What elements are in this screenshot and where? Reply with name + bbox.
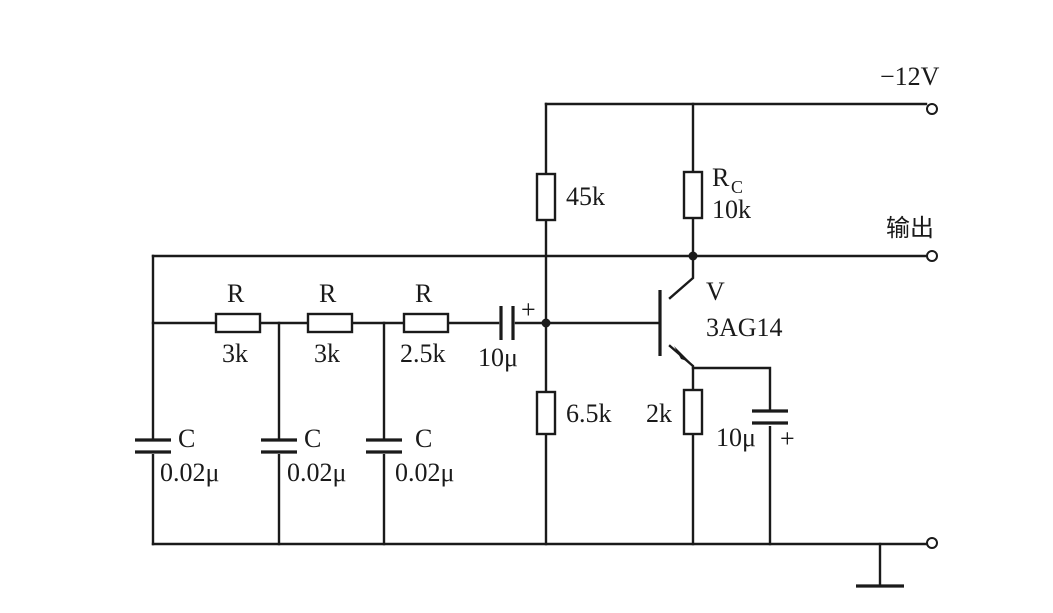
resistor-rc-10k: [682, 170, 704, 220]
resistor-r1-3k: [214, 312, 262, 334]
label-c2-name: C: [304, 424, 321, 453]
label-r3-value: 2.5k: [400, 339, 446, 368]
label-r2-name: R: [319, 279, 337, 308]
label-transistor-type: 3AG14: [706, 313, 783, 342]
emitter-wire: [668, 344, 695, 546]
resistor-2k: [682, 388, 704, 436]
resistor-45k: [535, 172, 557, 222]
collector-wire: [668, 102, 695, 300]
terminal-output: [926, 250, 938, 262]
emitter-arrow-icon: [674, 346, 690, 362]
label-coupling-plus: +: [521, 295, 536, 324]
label-2k: 2k: [646, 399, 672, 428]
label-r3-name: R: [415, 279, 433, 308]
label-6-5k: 6.5k: [566, 399, 612, 428]
capacitor-coupling-10u: [499, 306, 515, 340]
resistor-6-5k: [535, 390, 557, 436]
capacitor-c2: [261, 438, 297, 454]
junction-dot-base: [541, 318, 551, 328]
label-output: 输出: [886, 214, 934, 242]
terminal-ground: [926, 537, 938, 549]
label-c1-value: 0.02μ: [160, 458, 219, 487]
label-rc-name: R: [712, 163, 730, 192]
label-supply: −12V: [880, 62, 940, 91]
resistor-r2-3k: [306, 312, 354, 334]
label-r1-value: 3k: [222, 339, 248, 368]
label-bypass-plus: +: [780, 424, 795, 453]
terminal-supply: [926, 103, 938, 115]
label-bypass-cap: 10μ: [716, 423, 756, 452]
label-c3-value: 0.02μ: [395, 458, 454, 487]
capacitor-c3: [366, 438, 402, 454]
capacitor-emitter-bypass-10u: [752, 409, 788, 426]
transistor-3ag14: [658, 290, 690, 362]
label-r1-name: R: [227, 279, 245, 308]
junction-dot-collector: [688, 251, 698, 261]
resistor-r3-2-5k: [402, 312, 450, 334]
label-45k: 45k: [566, 182, 605, 211]
label-rc-value: 10k: [712, 195, 751, 224]
capacitor-c1: [135, 438, 171, 454]
emitter-bypass-wire: [691, 366, 772, 546]
label-c3-name: C: [415, 424, 432, 453]
label-transistor-name: V: [706, 277, 725, 306]
label-coupling-cap: 10μ: [478, 343, 518, 372]
label-c1-name: C: [178, 424, 195, 453]
label-c2-value: 0.02μ: [287, 458, 346, 487]
label-rc-subscript: C: [731, 177, 743, 197]
label-r2-value: 3k: [314, 339, 340, 368]
